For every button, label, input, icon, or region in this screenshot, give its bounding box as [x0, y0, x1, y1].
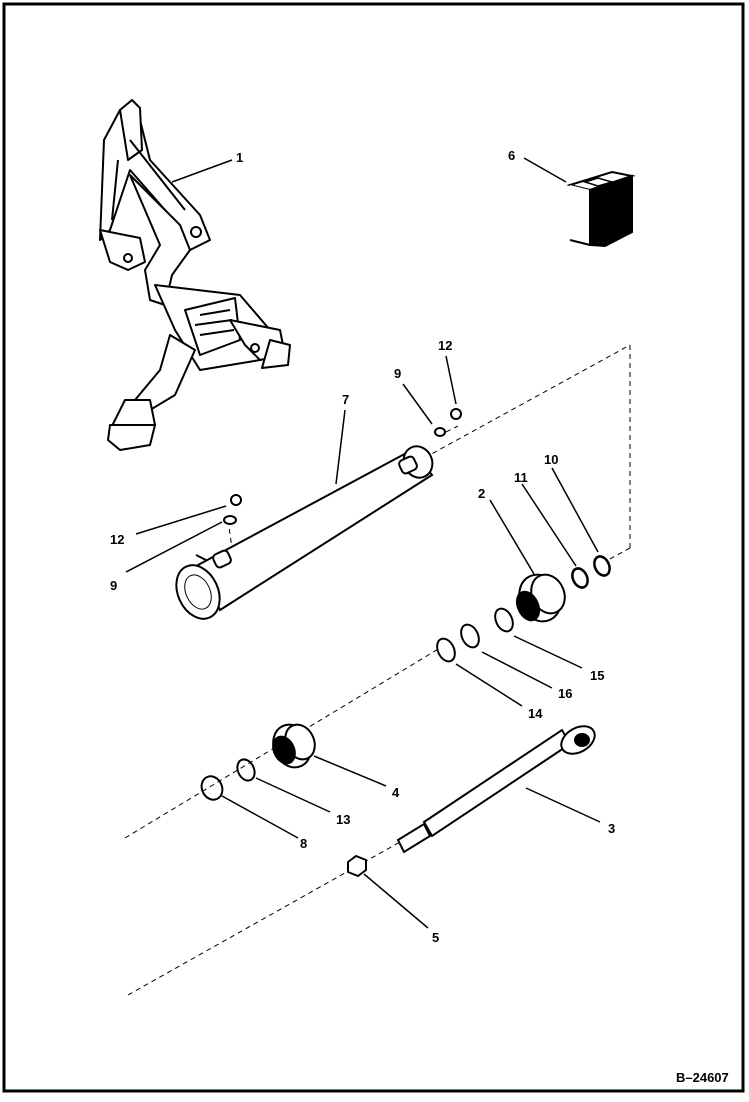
gland: [515, 573, 566, 623]
callout-14: 14: [528, 706, 543, 721]
callout-16: 16: [558, 686, 572, 701]
callout-9-upper: 9: [394, 366, 401, 381]
callout-labels: 1 2 3 4 5 6 7 8 9 9 10 11 12 12 13 14 15…: [110, 148, 615, 945]
callout-13: 13: [336, 812, 350, 827]
leader-lines: [125, 157, 601, 929]
callout-9-lower: 9: [110, 578, 117, 593]
callout-6: 6: [508, 148, 515, 163]
backhoe-assembly: [99, 99, 291, 451]
piston-rod: [396, 725, 596, 854]
callout-7: 7: [342, 392, 349, 407]
callout-15: 15: [590, 668, 604, 683]
callout-10: 10: [544, 452, 558, 467]
callout-12-upper: 12: [438, 338, 452, 353]
callout-11: 11: [514, 470, 528, 485]
plug-and-orings: [223, 408, 462, 525]
small-rings: [571, 555, 611, 589]
cylinder-barrel: [175, 445, 434, 620]
rod-nut: [347, 854, 367, 878]
callout-3: 3: [608, 821, 615, 836]
decal-block: [566, 170, 636, 248]
seal-rings: [436, 607, 514, 663]
drawing-number: B–24607: [676, 1070, 729, 1085]
callout-5: 5: [432, 930, 439, 945]
callout-12-lower: 12: [110, 532, 124, 547]
callout-8: 8: [300, 836, 307, 851]
callout-1: 1: [236, 150, 243, 165]
center-lines: [124, 344, 631, 996]
piston-rings: [200, 758, 256, 801]
piston: [272, 723, 316, 769]
callout-4: 4: [392, 785, 400, 800]
callout-2: 2: [478, 486, 485, 501]
